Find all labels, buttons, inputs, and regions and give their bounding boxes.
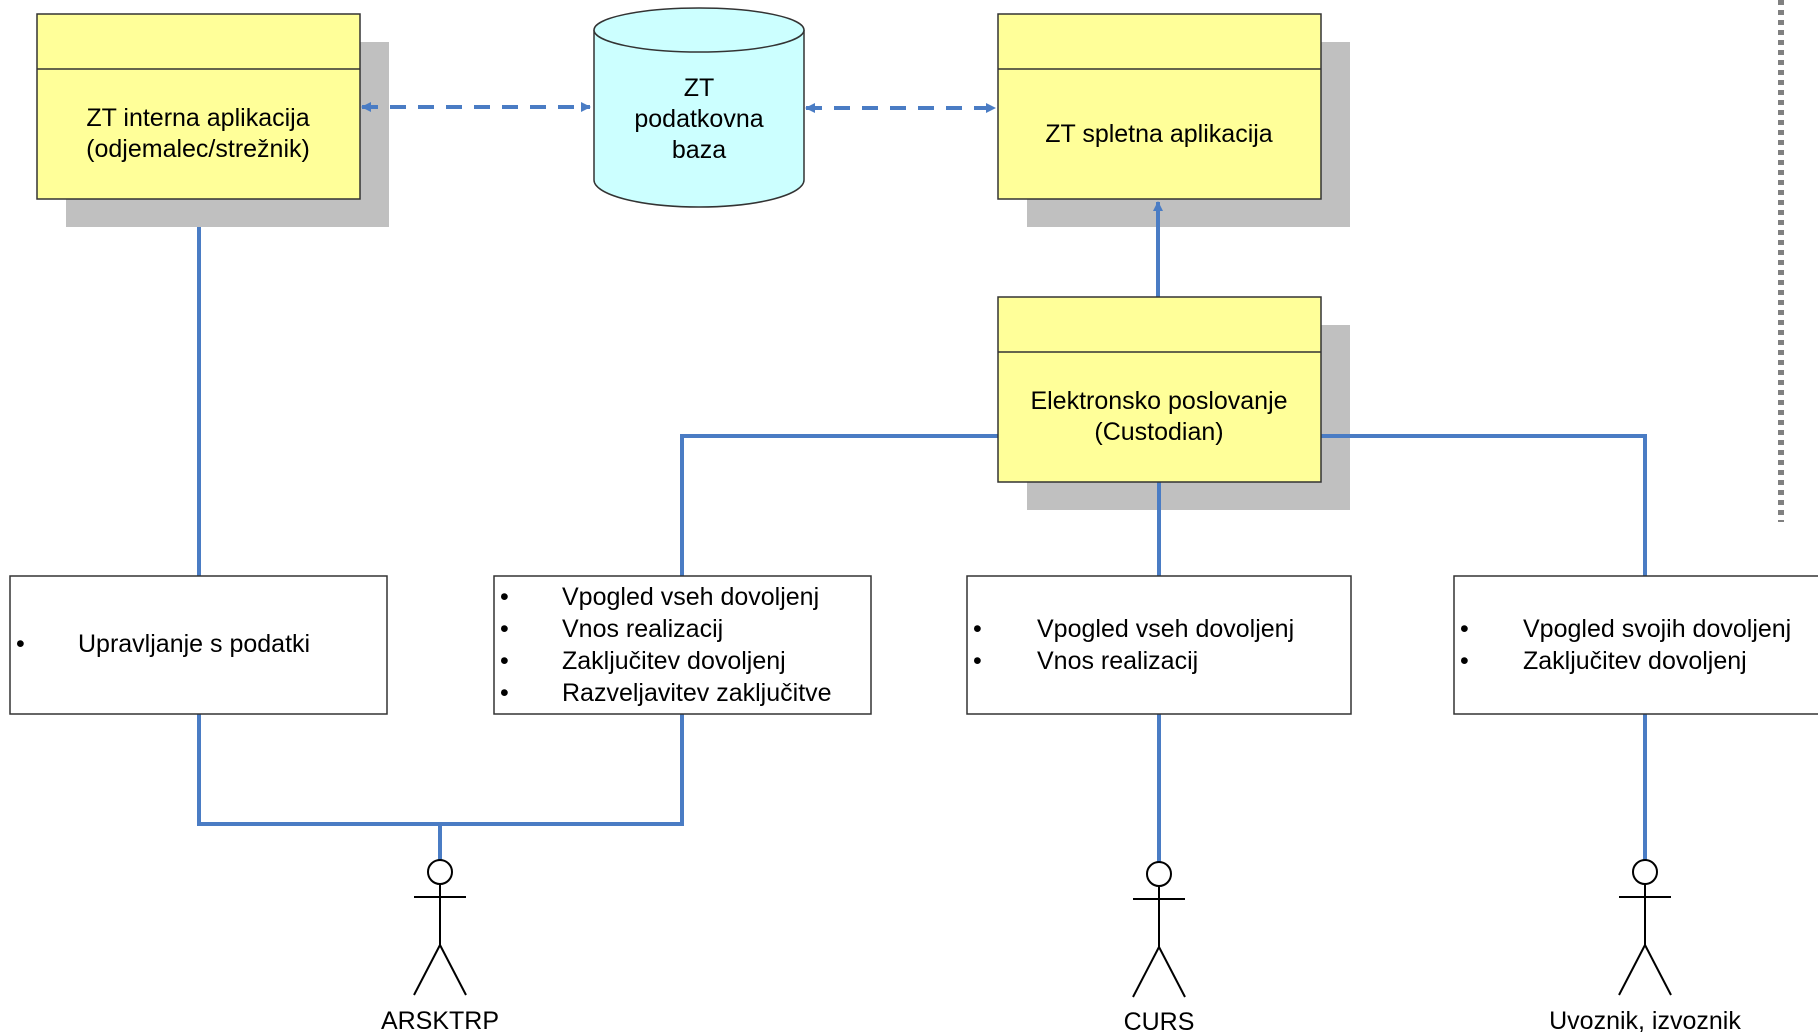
internal-app-subtitle: (odjemalec/strežnik) [86, 135, 310, 163]
internal-app-box [36, 13, 361, 200]
bullet: • [500, 583, 509, 611]
database-component: ZT podatkovna baza [593, 7, 805, 208]
database-cylinder-body [593, 30, 805, 208]
actor-importer-exporter-label: Uvoznik, izvoznik [1549, 1007, 1741, 1032]
actor-head [427, 859, 453, 885]
bullet: • [973, 615, 982, 643]
function-box-1-frame [9, 575, 388, 715]
actor-head [1146, 861, 1172, 887]
actor-curs [1132, 861, 1186, 998]
actor-head [1632, 859, 1658, 885]
function-box-3-frame [966, 575, 1352, 715]
function-item: Zaključitev dovoljenj [562, 647, 786, 675]
internal-app-title: ZT interna aplikacija [86, 104, 309, 132]
bullet: • [973, 647, 982, 675]
e-business-subtitle: (Custodian) [1094, 418, 1223, 446]
database-cylinder-top [593, 7, 805, 53]
e-business-title: Elektronsko poslovanje [1030, 387, 1287, 415]
connector-e-business-to-box4 [1320, 434, 1647, 576]
connector-e-business-to-box2 [680, 434, 998, 576]
web-app-box [997, 13, 1322, 200]
actor-arsktrp-label: ARSKTRP [381, 1007, 499, 1032]
database-label-line3: baza [672, 136, 726, 164]
bullet: • [1460, 647, 1469, 675]
actor-left-leg [1618, 944, 1646, 996]
function-item: Upravljanje s podatki [78, 630, 310, 658]
function-box-2-frame [493, 575, 872, 715]
function-item: Vpogled svojih dovoljenj [1523, 615, 1791, 643]
function-box-1: • Upravljanje s podatki [9, 575, 388, 715]
bullet: • [1460, 615, 1469, 643]
actor-arsktrp [413, 859, 467, 996]
function-item: Vnos realizacij [1037, 647, 1198, 675]
actor-right-leg [1644, 944, 1672, 996]
actor-importer-exporter [1618, 859, 1672, 996]
function-item: Razveljavitev zaključitve [562, 679, 832, 707]
function-item: Vpogled vseh dovoljenj [1037, 615, 1294, 643]
connector-boxes-to-arsktrp [197, 713, 684, 826]
function-box-4: • Vpogled svojih dovoljenj • Zaključitev… [1453, 575, 1818, 715]
function-item: Vpogled vseh dovoljenj [562, 583, 819, 611]
actor-left-leg [1132, 946, 1160, 998]
function-box-4-frame [1453, 575, 1818, 715]
e-business-box [997, 296, 1322, 483]
internal-app-component: ZT interna aplikacija (odjemalec/strežni… [36, 13, 361, 200]
actor-right-leg [439, 944, 467, 996]
actor-right-leg [1158, 946, 1186, 998]
bullet: • [500, 647, 509, 675]
bullet: • [500, 615, 509, 643]
web-app-component: ZT spletna aplikacija [997, 13, 1322, 200]
web-app-title: ZT spletna aplikacija [1045, 120, 1273, 148]
database-label-line1: ZT [684, 74, 715, 102]
e-business-component: Elektronsko poslovanje (Custodian) [997, 296, 1322, 483]
database-label-line2: podatkovna [634, 105, 763, 133]
function-item: Zaključitev dovoljenj [1523, 647, 1747, 675]
function-box-2: • Vpogled vseh dovoljenj • Vnos realizac… [493, 575, 872, 715]
function-box-3: • Vpogled vseh dovoljenj • Vnos realizac… [966, 575, 1352, 715]
bullet: • [500, 679, 509, 707]
actor-curs-label: CURS [1124, 1008, 1195, 1032]
bullet: • [16, 630, 25, 658]
function-item: Vnos realizacij [562, 615, 723, 643]
actor-left-leg [413, 944, 441, 996]
